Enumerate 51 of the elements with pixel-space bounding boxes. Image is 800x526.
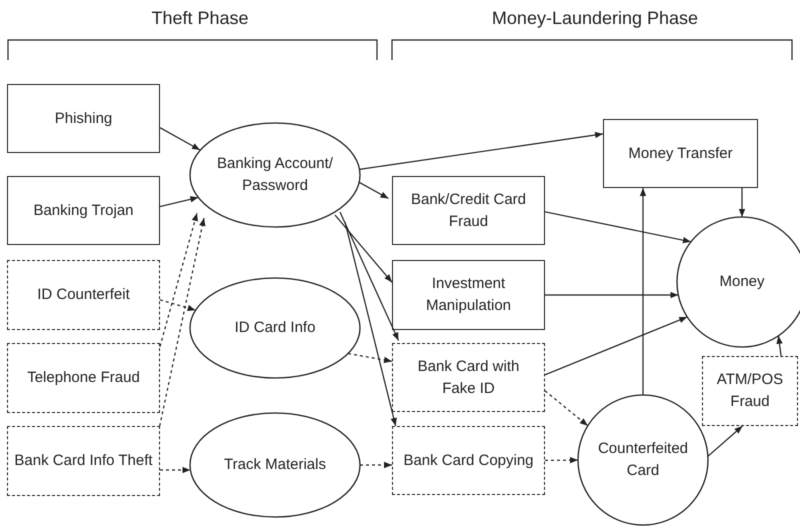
arrow (544, 211, 692, 244)
arrow (344, 222, 397, 426)
arrow (160, 127, 200, 151)
arrow (776, 336, 783, 356)
node-label: Counterfeited Card (596, 439, 690, 481)
node-label: Money Transfer (627, 144, 734, 164)
dashed-box (702, 356, 798, 426)
arrow (545, 292, 678, 298)
node-label: Banking Account/ Password (216, 154, 334, 196)
dotted-arrow (544, 390, 588, 426)
arrow (359, 132, 604, 170)
process-box (603, 119, 758, 188)
node-label: ID Counterfeit (36, 285, 131, 306)
dashed-box (7, 260, 160, 330)
node-label: Phishing (54, 108, 114, 129)
dashed-box (7, 343, 160, 413)
dashed-box (392, 343, 545, 412)
node-label: ATM/POS Fraud (716, 370, 784, 412)
phase-heading: Theft Phase (151, 8, 249, 29)
dotted-arrow (545, 456, 578, 464)
node-label: Bank Card Info Theft (13, 451, 154, 472)
arrow (708, 426, 743, 457)
node-label: Track Materials (223, 455, 327, 476)
process-box (392, 260, 545, 330)
dotted-arrow (159, 218, 206, 426)
dotted-arrow (360, 462, 392, 468)
phase-heading: Money-Laundering Phase (492, 8, 698, 29)
node-label: Banking Trojan (32, 200, 135, 221)
dotted-arrow (348, 352, 392, 364)
process-box (7, 84, 160, 153)
node-label: Bank Card Copying (402, 450, 535, 471)
arrow (738, 188, 746, 217)
dotted-arrow (160, 299, 196, 312)
dashed-box (7, 426, 160, 496)
dotted-arrow (160, 466, 190, 474)
arrow (358, 182, 389, 200)
node-label: Telephone Fraud (26, 368, 141, 388)
dashed-box (392, 426, 545, 495)
arrow (640, 188, 646, 395)
process-box (7, 176, 160, 245)
node-label: ID Card Info (234, 318, 316, 338)
node-label: Investment Manipulation (424, 274, 512, 316)
arrow (339, 212, 400, 341)
arrow (160, 196, 198, 208)
arrow (544, 316, 688, 376)
node-label: Money (718, 272, 766, 292)
process-box (392, 176, 545, 245)
node-label: Bank/Credit Card Fraud (410, 190, 528, 232)
node-label: Bank Card with Fake ID (416, 356, 520, 398)
dotted-arrow (159, 212, 198, 347)
arrow (334, 214, 392, 283)
